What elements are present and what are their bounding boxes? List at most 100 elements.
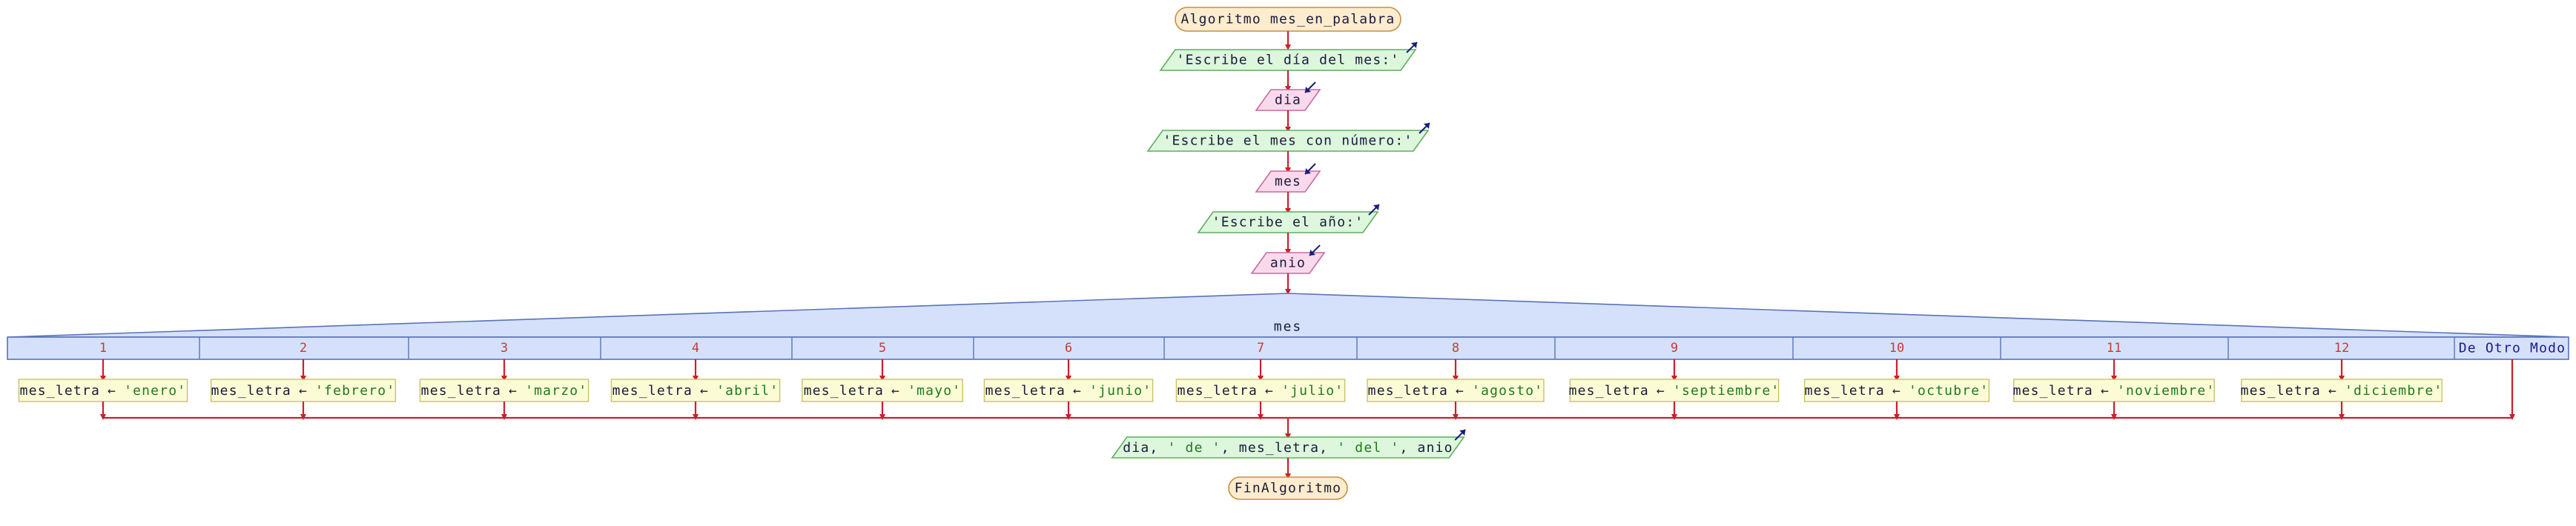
assign-var-8: mes_letra: [1569, 383, 1649, 399]
end-terminal[interactable]: [1228, 476, 1348, 500]
assign-arrow-6: ←: [1265, 383, 1274, 399]
assign-arrow-11: ←: [2328, 383, 2337, 399]
assign-box-2[interactable]: [419, 379, 589, 402]
output-step-4[interactable]: [1197, 211, 1379, 233]
final-output-part-2: , mes_letra,: [1221, 440, 1337, 456]
final-output-part-0: dia,: [1123, 440, 1167, 456]
assign-value-3: 'abril': [716, 383, 779, 399]
assign-text-10: mes_letra ← 'noviembre': [2013, 383, 2216, 399]
assign-arrow-5: ←: [1073, 383, 1082, 399]
assign-box-9[interactable]: [1803, 379, 1990, 402]
assign-text-4: mes_letra ← 'mayo': [804, 383, 962, 399]
assign-text-0: mes_letra ← 'enero': [20, 383, 187, 399]
assign-box-11[interactable]: [2241, 379, 2443, 402]
assign-text-3: mes_letra ← 'abril': [612, 383, 779, 399]
output-arrow-icon-2-head: [1424, 123, 1430, 129]
assign-var-0: mes_letra: [20, 383, 100, 399]
assign-text-11: mes_letra ← 'diciembre': [2241, 383, 2443, 399]
start-label: Algoritmo mes_en_palabra: [1181, 12, 1396, 27]
switch-case-label-10: 11: [2107, 341, 2121, 356]
switch-case-label-6: 7: [1257, 341, 1264, 356]
switch-case-label-11: 12: [2334, 341, 2349, 356]
switch-case-label-7: 8: [1452, 341, 1459, 356]
assign-arrow-0: ←: [108, 383, 116, 399]
input-arrow-icon-5-head: [1310, 250, 1315, 256]
assign-text-2: mes_letra←'marzo': [421, 383, 588, 399]
final-output-label: dia, ' de ', mes_letra, ' del ', anio: [1123, 440, 1453, 456]
assign-var-9: mes_letra: [1805, 383, 1885, 399]
switch-case-label-9: 10: [1889, 341, 1904, 356]
output-step-label-4: 'Escribe el año:': [1212, 215, 1364, 230]
assign-text-5: mes_letra ← 'junio': [985, 383, 1152, 399]
assign-text-8: mes_letra ← 'septiembre': [1569, 383, 1780, 399]
assign-text-1: mes_letra ← 'febrero': [211, 383, 396, 399]
switch-case-label-0: 1: [99, 341, 107, 356]
input-step-3[interactable]: [1255, 170, 1321, 193]
switch-case-label-8: 9: [1671, 341, 1678, 356]
final-output-part-1: ' de ': [1167, 440, 1221, 456]
input-step-5[interactable]: [1250, 252, 1326, 274]
assign-arrow-7: ←: [1456, 383, 1464, 399]
assign-value-2: 'marzo': [525, 383, 587, 399]
assign-text-9: mes_letra ← 'octubre': [1805, 383, 1989, 399]
switch-case-label-5: 6: [1065, 341, 1072, 356]
assign-var-6: mes_letra: [1178, 383, 1258, 399]
final-output-step[interactable]: [1111, 436, 1465, 459]
assign-arrow-1: ←: [299, 383, 308, 399]
output-step-label-0: 'Escribe el día del mes:': [1177, 53, 1400, 68]
input-arrow-icon-3-head: [1305, 168, 1311, 174]
final-output-part-3: ' del ': [1337, 440, 1399, 456]
assign-value-9: 'octubre': [1909, 383, 1989, 399]
assign-box-8[interactable]: [1569, 379, 1780, 402]
assign-value-5: 'junio': [1089, 383, 1152, 399]
switch-variable-label: mes: [1274, 319, 1303, 335]
final-output-part-4: , anio: [1399, 440, 1453, 456]
output-step-0[interactable]: [1159, 49, 1417, 71]
assign-var-2: mes_letra: [421, 383, 501, 399]
output-step-2[interactable]: [1146, 130, 1430, 152]
assign-arrow-3: ←: [700, 383, 709, 399]
switch-case-label-1: 2: [300, 341, 307, 356]
switch-case-label-2: 3: [501, 341, 508, 356]
assign-value-10: 'noviembre': [2117, 383, 2215, 399]
input-step-label-3: mes: [1275, 174, 1301, 190]
assign-arrow-9: ←: [1892, 383, 1901, 399]
input-arrow-icon-1-head: [1305, 87, 1311, 93]
assign-box-7[interactable]: [1367, 379, 1545, 402]
assign-value-0: 'enero': [124, 383, 186, 399]
assign-value-7: 'agosto': [1472, 383, 1543, 399]
assign-box-3[interactable]: [610, 379, 781, 402]
switch-default-label: De Otro Modo: [2459, 341, 2566, 356]
assign-arrow-4: ←: [891, 383, 900, 399]
switch-case-label-3: 4: [692, 341, 699, 356]
assign-text-7: mes_letra ← 'agosto': [1368, 383, 1544, 399]
assign-box-5[interactable]: [983, 379, 1154, 402]
output-arrow-icon-0-head: [1411, 42, 1417, 48]
output-arrow-icon-4-head: [1373, 204, 1379, 210]
assign-var-10: mes_letra: [2013, 383, 2093, 399]
input-step-label-5: anio: [1270, 256, 1306, 271]
input-step-1[interactable]: [1255, 89, 1321, 111]
switch-case-row: [7, 336, 2569, 360]
assign-value-11: 'diciembre': [2345, 383, 2443, 399]
assign-var-7: mes_letra: [1368, 383, 1448, 399]
assign-box-0[interactable]: [18, 379, 188, 402]
assign-var-5: mes_letra: [985, 383, 1066, 399]
input-step-label-1: dia: [1275, 93, 1301, 108]
switch-case-label-4: 5: [879, 341, 886, 356]
assign-var-1: mes_letra: [211, 383, 291, 399]
assign-var-3: mes_letra: [612, 383, 693, 399]
assign-value-6: 'julio': [1281, 383, 1344, 399]
assign-box-1[interactable]: [210, 379, 397, 402]
assign-text-6: mes_letra ← 'julio': [1178, 383, 1344, 399]
final-output-arrow-icon-head: [1459, 430, 1466, 436]
assign-var-11: mes_letra: [2241, 383, 2321, 399]
assign-arrow-10: ←: [2101, 383, 2110, 399]
assign-var-4: mes_letra: [804, 383, 884, 399]
assign-value-1: 'febrero': [315, 383, 395, 399]
assign-value-4: 'mayo': [908, 383, 961, 399]
end-label: FinAlgoritmo: [1235, 481, 1341, 496]
assign-value-8: 'septiembre': [1673, 383, 1780, 399]
assign-arrow-8: ←: [1657, 383, 1665, 399]
